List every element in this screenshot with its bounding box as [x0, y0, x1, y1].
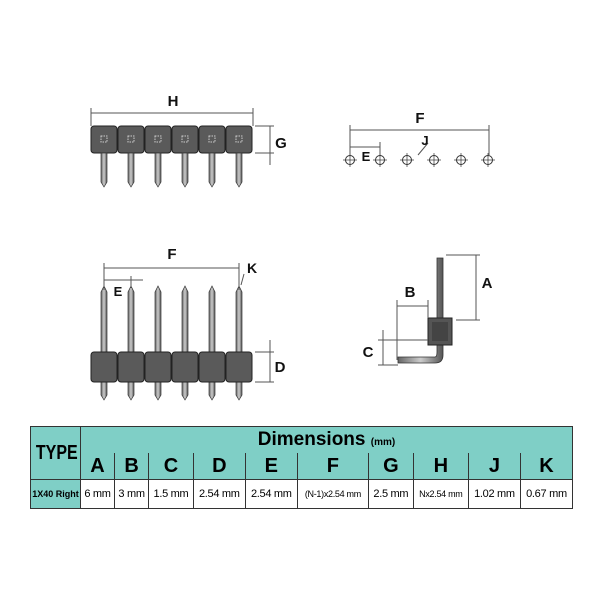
label-g: G — [275, 135, 287, 152]
header-block — [198, 351, 226, 383]
pin — [127, 285, 135, 401]
column-header-c: C — [148, 453, 194, 480]
label-j: J — [421, 133, 428, 148]
column-header-k: K — [519, 453, 574, 480]
pin — [208, 152, 216, 188]
header-block — [90, 125, 118, 154]
header-block — [225, 125, 253, 154]
pin — [235, 285, 243, 401]
header-block — [144, 351, 172, 383]
pin — [154, 152, 162, 188]
label-k: K — [247, 260, 257, 276]
pin-square — [127, 135, 135, 143]
pin — [208, 285, 216, 401]
column-header-g: G — [367, 453, 414, 480]
pin-square — [181, 135, 189, 143]
pin-square — [100, 135, 108, 143]
column-header-a: A — [79, 453, 116, 480]
header-block — [198, 125, 226, 154]
label-c: C — [363, 344, 374, 361]
column-header-f: F — [296, 453, 369, 480]
column-header-h: H — [412, 453, 469, 480]
footprint-view — [343, 153, 495, 167]
pin — [127, 152, 135, 188]
label-h: H — [168, 93, 179, 110]
side-view — [397, 257, 453, 364]
label-e-mid: E — [114, 284, 123, 299]
pin-square — [208, 135, 216, 143]
label-d: D — [275, 359, 286, 376]
front-view — [90, 125, 253, 188]
header-block — [225, 351, 253, 383]
dimensions-title: Dimensions (mm) — [80, 426, 573, 453]
value-cell-f: (N-1)x2.54 mm — [296, 479, 369, 509]
value-cell-c: 1.5 mm — [148, 479, 194, 509]
pin — [154, 285, 162, 401]
pin-square — [235, 135, 243, 143]
diagram-drawings: H G F E J F E K D A B C — [90, 93, 495, 401]
dimensions-title-text: Dimensions — [257, 429, 366, 450]
column-header-b: B — [114, 453, 150, 480]
label-a: A — [482, 275, 493, 292]
label-b: B — [405, 284, 416, 301]
pin — [181, 152, 189, 188]
header-block — [171, 125, 199, 154]
dimensions-unit: (mm) — [370, 437, 396, 448]
column-header-e: E — [244, 453, 298, 480]
value-cell-k: 0.67 mm — [519, 479, 574, 509]
column-header-j: J — [467, 453, 521, 480]
value-cell-j: 1.02 mm — [467, 479, 521, 509]
label-f-mid: F — [167, 246, 176, 263]
pin — [100, 285, 108, 401]
header-block — [144, 125, 172, 154]
header-block — [117, 351, 145, 383]
value-cell-g: 2.5 mm — [367, 479, 414, 509]
header-block — [117, 125, 145, 154]
type-cell: 1X40 Right — [30, 479, 81, 509]
value-cell-d: 2.54 mm — [192, 479, 246, 509]
value-cell-b: 3 mm — [114, 479, 150, 509]
value-cell-e: 2.54 mm — [244, 479, 298, 509]
value-cell-a: 6 mm — [79, 479, 116, 509]
pin-square — [154, 135, 162, 143]
value-cell-h: Nx2.54 mm — [412, 479, 469, 509]
label-e-top: E — [362, 149, 371, 164]
pin — [181, 285, 189, 401]
type-header: TYPE — [35, 441, 78, 464]
pin — [235, 152, 243, 188]
front-view-pins — [90, 285, 253, 401]
label-f-top: F — [415, 110, 424, 127]
pin — [100, 152, 108, 188]
column-header-d: D — [192, 453, 246, 480]
header-block — [90, 351, 118, 383]
header-block — [171, 351, 199, 383]
